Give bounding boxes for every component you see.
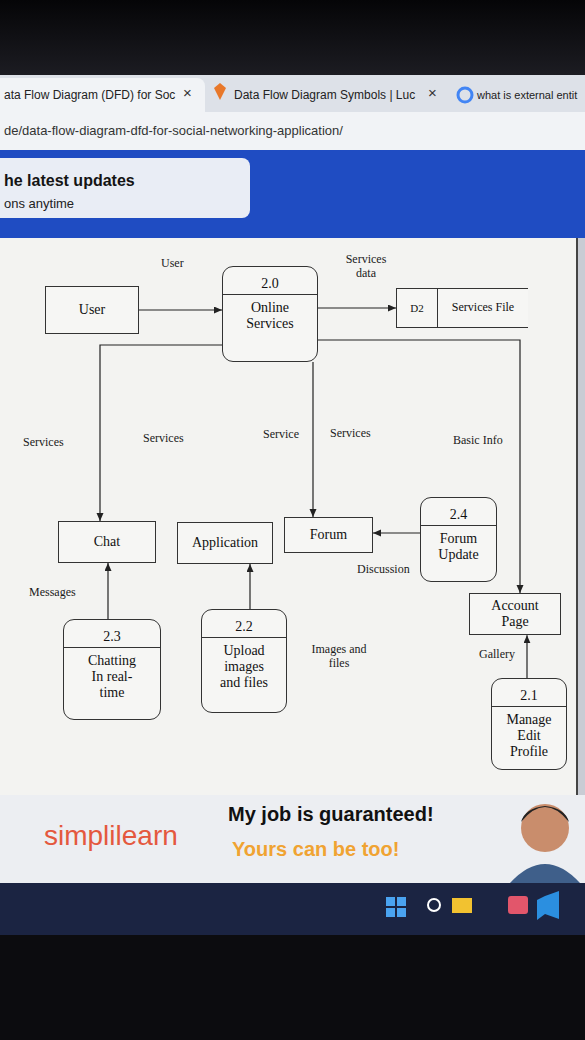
vscode-icon — [537, 891, 559, 920]
flow-label: Services data — [342, 252, 390, 281]
flow-label: Services — [330, 426, 371, 441]
process-number: 2.2 — [202, 610, 286, 638]
process-box: 2.2Upload images and files — [201, 609, 287, 713]
start-icon — [397, 908, 406, 917]
entity-box: Account Page — [469, 593, 561, 635]
data-flow-arrow — [312, 362, 313, 517]
data-flow-arrow — [100, 345, 222, 521]
process-number: 2.0 — [223, 267, 317, 295]
store-id: D2 — [397, 289, 438, 327]
banner-text: ons anytime — [4, 196, 74, 211]
process-name: Online Services — [229, 300, 311, 332]
data-flow-arrow — [373, 532, 420, 533]
entity-name: Account Page — [484, 598, 546, 630]
data-flow-arrow — [526, 635, 527, 678]
process-number: 2.4 — [421, 498, 496, 526]
brand-logo: simplilearn — [44, 820, 178, 852]
entity-name: Application — [192, 535, 258, 551]
ad-headline: My job is guaranteed! — [228, 803, 434, 826]
data-store: D2Services File — [396, 288, 528, 328]
entity-name: User — [79, 302, 105, 318]
data-flow-arrow — [318, 307, 396, 308]
app-icon — [508, 896, 528, 914]
entity-name: Chat — [94, 534, 120, 550]
process-name: Manage Edit Profile — [497, 712, 561, 760]
entity-box: User — [45, 286, 139, 334]
data-flow-arrow — [249, 564, 250, 609]
process-box: 2.1Manage Edit Profile — [491, 678, 567, 770]
flow-label: Messages — [28, 585, 77, 599]
flow-label: Service — [262, 427, 300, 441]
search-icon — [428, 899, 440, 911]
process-box: 2.4Forum Update — [420, 497, 497, 582]
flow-label: Discussion — [356, 562, 411, 576]
data-flow-arrow — [139, 309, 222, 310]
flow-label: Images and files — [300, 642, 378, 671]
flow-label: Services — [22, 435, 65, 449]
folder-icon — [452, 898, 472, 913]
tab-title: what is external entit — [477, 89, 577, 101]
entity-box: Forum — [284, 517, 373, 553]
process-name: Upload images and files — [207, 643, 281, 691]
person-hair — [521, 806, 569, 822]
entity-name: Forum — [310, 527, 347, 543]
data-flow-arrow — [318, 340, 520, 593]
flow-label: Basic Info — [452, 433, 504, 447]
tab-title: Data Flow Diagram Symbols | Luc — [234, 88, 415, 102]
store-name: Services File — [438, 289, 528, 327]
start-icon — [386, 897, 395, 906]
flow-label: Services — [143, 431, 184, 446]
ad-tagline: Yours can be too! — [232, 838, 399, 861]
tab-icon — [214, 83, 226, 100]
process-number: 2.1 — [492, 679, 566, 707]
banner-heading: he latest updates — [4, 172, 135, 190]
process-box: 2.3Chatting In real-time — [63, 619, 161, 720]
start-icon — [386, 908, 395, 917]
taskbar — [0, 883, 585, 935]
flow-label: User — [160, 256, 185, 270]
tab-title: ata Flow Diagram (DFD) for Soc — [4, 88, 175, 102]
process-box: 2.0Online Services — [222, 266, 318, 362]
entity-box: Application — [177, 522, 273, 564]
person-shirt — [510, 864, 580, 883]
entity-box: Chat — [58, 521, 156, 563]
process-number: 2.3 — [64, 620, 160, 648]
url-text: de/data-flow-diagram-dfd-for-social-netw… — [4, 123, 343, 138]
data-flow-arrow — [107, 563, 108, 619]
tab-close: × — [428, 84, 437, 101]
flow-label: Gallery — [478, 647, 516, 661]
process-name: Forum Update — [425, 531, 493, 563]
tab-icon — [458, 88, 472, 102]
start-icon — [397, 897, 406, 906]
process-name: Chatting In real-time — [75, 653, 149, 701]
tab-close: × — [183, 84, 192, 101]
screen-top — [0, 0, 585, 75]
person-face — [521, 804, 569, 852]
